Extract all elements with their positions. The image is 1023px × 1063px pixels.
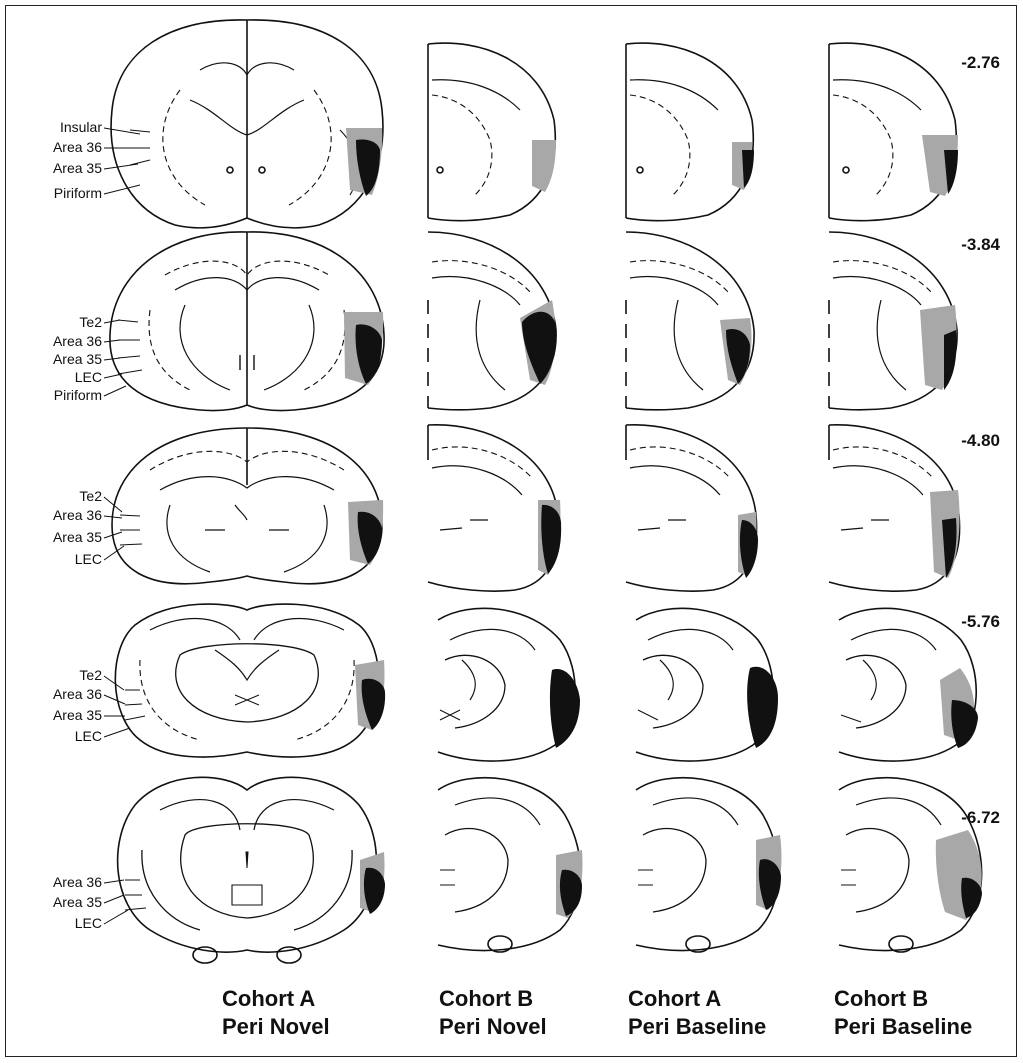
region-label: Area 36 — [53, 333, 102, 349]
column-label-line1: Cohort A — [628, 985, 766, 1013]
region-label: Piriform — [54, 185, 102, 201]
section-full-row-5 — [118, 777, 377, 963]
row-5: Area 36 Area 35 LEC -6.72 — [53, 777, 1000, 963]
section-half-row-3-col-3 — [626, 425, 757, 591]
section-half-row-1-col-4 — [829, 43, 956, 221]
ap-coordinate: -4.80 — [961, 431, 1000, 450]
lesion-extent — [532, 140, 556, 192]
ap-coordinate: -6.72 — [961, 808, 1000, 827]
region-label: Te2 — [79, 314, 102, 330]
row-3: Te2 Area 36 Area 35 LEC -4.80 — [53, 425, 1000, 591]
region-label: Te2 — [79, 667, 102, 683]
row-2: Te2 Area 36 Area 35 LEC Piriform -3.84 — [53, 232, 1001, 411]
lesion-core — [550, 669, 580, 748]
region-label: Area 36 — [53, 139, 102, 155]
region-label: Area 36 — [53, 874, 102, 890]
section-half-row-1-col-2 — [428, 43, 555, 221]
region-label: Area 36 — [53, 686, 102, 702]
section-full-row-4 — [115, 604, 378, 757]
column-label-2: Cohort B Peri Novel — [439, 985, 547, 1041]
section-half-row-1-col-3 — [626, 43, 753, 221]
region-label: Piriform — [54, 387, 102, 403]
region-label: Area 36 — [53, 507, 102, 523]
region-label: Area 35 — [53, 894, 102, 910]
region-labels-row-5: Area 36 Area 35 LEC — [53, 874, 128, 931]
region-label: Insular — [60, 119, 102, 135]
column-label-line2: Peri Baseline — [628, 1013, 766, 1041]
ap-coordinate: -2.76 — [961, 53, 1000, 72]
region-label: Te2 — [79, 488, 102, 504]
column-label-line2: Peri Novel — [222, 1013, 330, 1041]
region-label: LEC — [75, 728, 102, 744]
region-label: LEC — [75, 915, 102, 931]
column-label-line1: Cohort B — [834, 985, 972, 1013]
ap-coordinate: -5.76 — [961, 612, 1000, 631]
section-full-row-2 — [110, 232, 384, 411]
column-label-line2: Peri Novel — [439, 1013, 547, 1041]
region-label: Area 35 — [53, 707, 102, 723]
column-label-line2: Peri Baseline — [834, 1013, 972, 1041]
region-label: Area 35 — [53, 529, 102, 545]
row-4: Te2 Area 36 Area 35 LEC -5.76 — [53, 604, 1000, 761]
section-full-row-3 — [112, 428, 382, 584]
section-full-row-1 — [111, 20, 383, 228]
lesion-core — [742, 150, 754, 188]
column-label-4: Cohort B Peri Baseline — [834, 985, 972, 1041]
region-label: LEC — [75, 551, 102, 567]
lesion-core — [944, 330, 957, 390]
column-label-1: Cohort A Peri Novel — [222, 985, 330, 1041]
region-label: LEC — [75, 369, 102, 385]
ap-coordinate: -3.84 — [961, 235, 1000, 254]
region-label: Area 35 — [53, 351, 102, 367]
column-label-3: Cohort A Peri Baseline — [628, 985, 766, 1041]
column-label-line1: Cohort B — [439, 985, 547, 1013]
region-label: Area 35 — [53, 160, 102, 176]
row-1: Insular Area 36 Area 35 Piriform -2.76 — [53, 20, 1000, 228]
column-label-line1: Cohort A — [222, 985, 330, 1013]
